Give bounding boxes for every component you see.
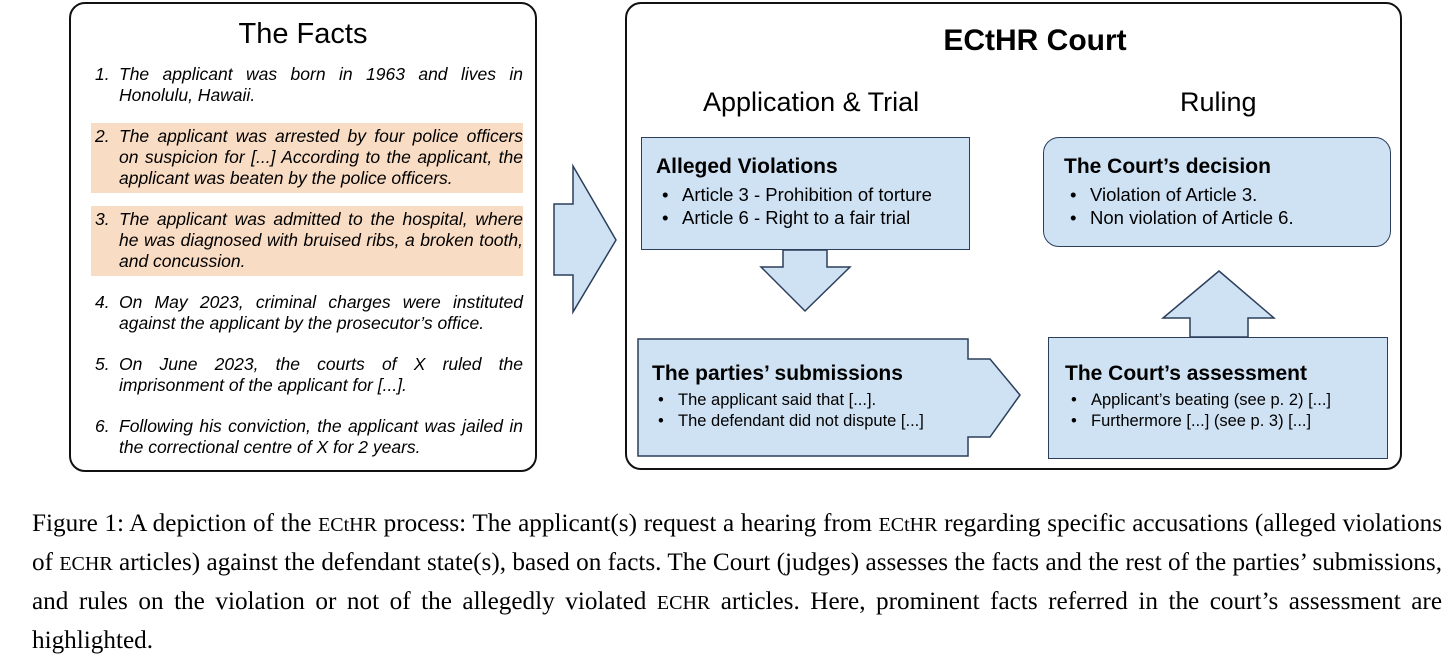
fact-text: On June 2023, the courts of X ruled the … [119,354,523,395]
caption-text: articles. Here, prominent facts referred… [32,588,1442,654]
down-arrow [759,249,852,313]
list-item: Violation of Article 3. [1064,183,1390,206]
fact-item-1: 1. The applicant was born in 1963 and li… [91,64,523,106]
fact-item-2-highlighted: 2. The applicant was arrested by four po… [91,123,523,193]
list-item: Applicant’s beating (see p. 2) [...] [1065,390,1387,411]
caption-text: regarding specific accusations (alleged … [32,510,1443,576]
court-assessment-box: The Court’s assessment Applicant’s beati… [1048,337,1388,459]
caption-text: articles) against the defendant state(s)… [32,549,1442,615]
parties-submissions-content: The parties’ submissions The applicant s… [652,362,972,432]
court-decision-list: Violation of Article 3. Non violation of… [1064,183,1390,229]
fact-number: 3. [95,209,110,229]
fact-number: 2. [95,126,110,146]
court-assessment-title: The Court’s assessment [1065,362,1307,385]
fact-item-5: 5. On June 2023, the courts of X ruled t… [91,354,523,396]
court-decision-box: The Court’s decision Violation of Articl… [1043,137,1391,247]
fact-text: The applicant was admitted to the hospit… [119,209,523,271]
caption-acronym: ECHR [656,592,711,614]
facts-panel: The Facts 1. The applicant was born in 1… [69,2,537,472]
caption-acronym: ECtHR [878,514,938,536]
alleged-violations-list: Article 3 - Prohibition of torture Artic… [656,183,969,229]
caption-acronym: ECtHR [318,514,377,536]
alleged-violations-title: Alleged Violations [656,155,838,178]
caption-text: process: The applicant(s) request a hear… [376,510,879,537]
facts-title: The Facts [238,18,368,50]
fact-item-6: 6. Following his conviction, the applica… [91,416,523,458]
fact-number: 5. [95,354,110,374]
caption-text: A depiction of the [124,510,319,537]
ruling-heading: Ruling [1180,87,1257,117]
fact-number: 4. [95,292,110,312]
parties-submissions-title: The parties’ submissions [652,362,903,385]
court-decision-title: The Court’s decision [1064,155,1271,178]
caption-acronym: ECHR [59,553,113,575]
list-item: Non violation of Article 6. [1064,206,1390,229]
list-item: Article 6 - Right to a fair trial [656,206,969,229]
fact-text: On May 2023, criminal charges were insti… [119,292,523,333]
fact-item-3-highlighted: 3. The applicant was admitted to the hos… [91,206,523,276]
caption-label: Figure 1: [32,510,124,537]
up-arrow [1160,270,1277,338]
fact-number: 6. [95,416,110,436]
list-item: Article 3 - Prohibition of torture [656,183,969,206]
list-item: The defendant did not dispute [...] [652,411,972,432]
court-assessment-list: Applicant’s beating (see p. 2) [...] Fur… [1065,390,1387,432]
court-title: ECtHR Court [943,24,1127,57]
fact-text: The applicant was born in 1963 and lives… [119,64,523,105]
list-item: Furthermore [...] (see p. 3) [...] [1065,411,1387,432]
fact-text: Following his conviction, the applicant … [119,416,523,457]
fact-number: 1. [95,64,110,84]
alleged-violations-box: Alleged Violations Article 3 - Prohibiti… [641,137,970,250]
list-item: The applicant said that [...]. [652,390,972,411]
facts-to-court-arrow [553,163,617,315]
parties-submissions-list: The applicant said that [...]. The defen… [652,390,972,432]
application-trial-heading: Application & Trial [703,87,920,117]
fact-text: The applicant was arrested by four polic… [119,126,523,188]
fact-item-4: 4. On May 2023, criminal charges were in… [91,292,523,334]
figure-caption: Figure 1: A depiction of the ECtHR proce… [32,505,1442,659]
